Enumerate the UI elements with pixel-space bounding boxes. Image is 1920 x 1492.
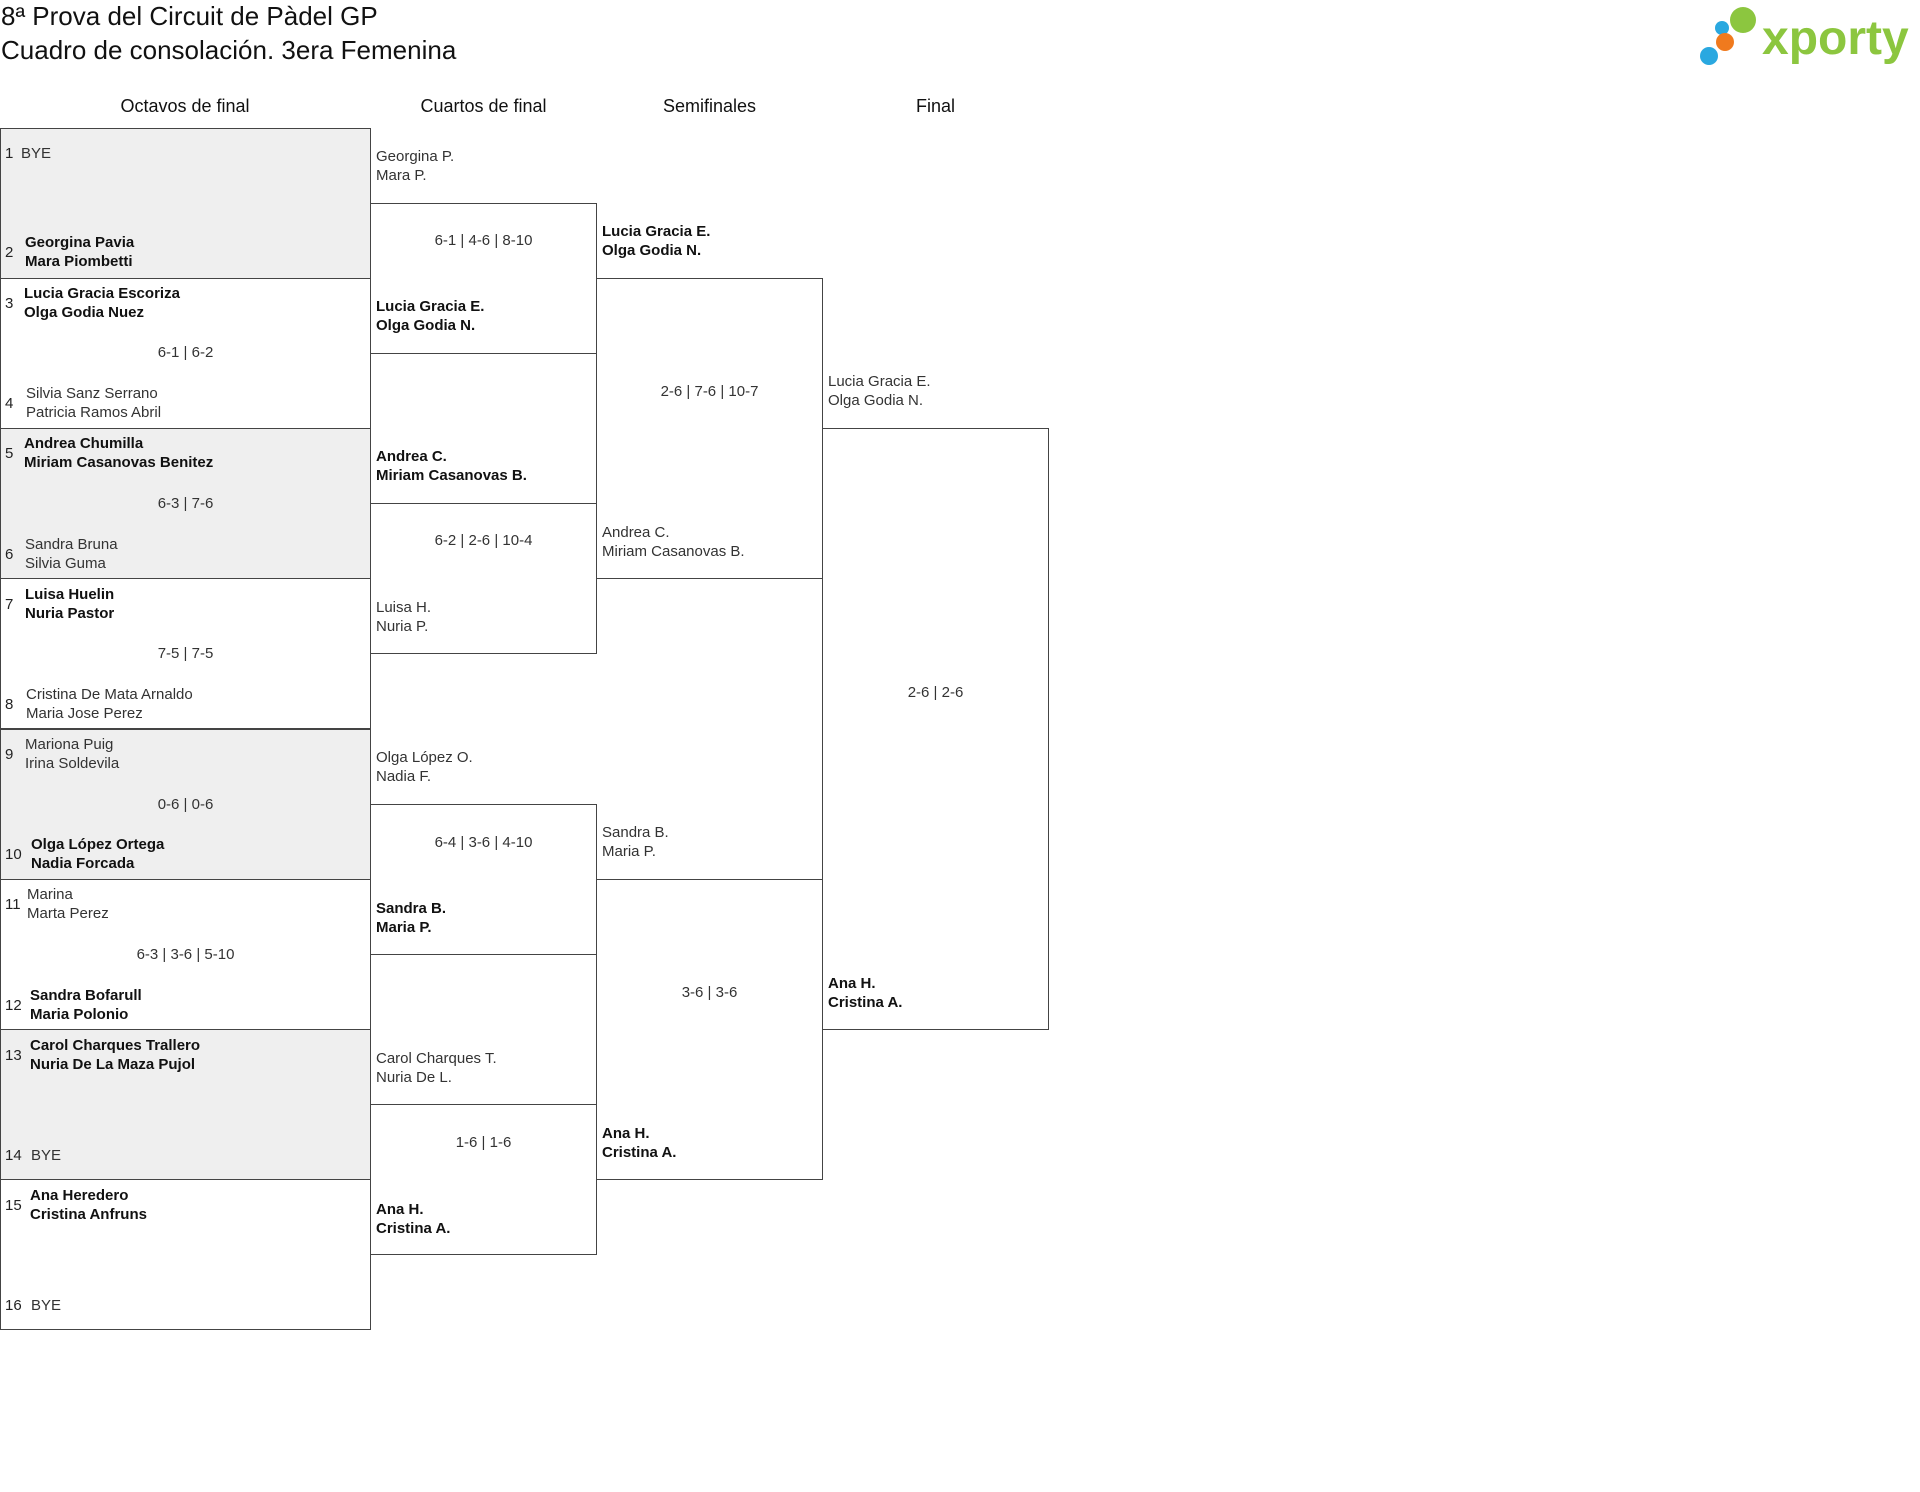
team-entry: Andrea C.Miriam Casanovas B.	[376, 448, 527, 484]
seed-number: 12	[5, 997, 22, 1014]
match-score: 6-2 | 2-6 | 10-4	[434, 532, 533, 549]
seed-number: 6	[5, 546, 14, 563]
seed-number: 8	[5, 696, 14, 713]
seed-number: 2	[5, 244, 14, 261]
xporty-logo: xporty	[1700, 7, 1909, 65]
final-match	[822, 428, 1049, 1030]
seed-number: 7	[5, 596, 14, 613]
logo-dot-orange	[1716, 33, 1734, 51]
round-header-final: Final	[915, 96, 955, 116]
logo-wordmark: xporty	[1762, 12, 1909, 65]
team-entry: Lucia Gracia E.Olga Godia N.	[376, 298, 485, 334]
match-score: 2-6 | 7-6 | 10-7	[660, 383, 759, 400]
team-entry: Luisa H.Nuria P.	[376, 599, 432, 635]
match-score: 6-1 | 6-2	[157, 344, 214, 361]
seed-number: 11	[5, 896, 21, 913]
seed-number: 10	[5, 846, 22, 863]
team-entry: Carol Charques T.Nuria De L.	[376, 1050, 497, 1086]
team-entry: Andrea C.Miriam Casanovas B.	[602, 524, 745, 560]
seed-number: 4	[5, 395, 14, 412]
r16-match-3	[0, 428, 371, 579]
team-entry: Sandra B.Maria P.	[376, 900, 447, 936]
match-score: 7-5 | 7-5	[157, 645, 214, 662]
seed-number: 15	[5, 1197, 22, 1214]
team-entry: Olga López O.Nadia F.	[376, 749, 473, 785]
r16-match-1	[0, 128, 371, 279]
team-entry: Sandra B.Maria P.	[602, 824, 669, 860]
page-subtitle: Cuadro de consolación. 3era Femenina	[1, 35, 457, 65]
seed-number: 3	[5, 295, 14, 312]
team-entry: Lucia Gracia E.Olga Godia N.	[602, 223, 711, 259]
seed-number: 9	[5, 746, 14, 763]
match-score: 1-6 | 1-6	[455, 1134, 512, 1151]
match-score: 2-6 | 2-6	[907, 684, 964, 701]
logo-dot-blue-top	[1715, 21, 1729, 35]
round-header-qf: Cuartos de final	[420, 96, 547, 116]
bye-label: BYE	[21, 145, 52, 162]
logo-dot-green	[1730, 7, 1756, 33]
team-entry: Georgina P.Mara P.	[376, 148, 455, 184]
bye-label: BYE	[31, 1147, 62, 1164]
match-score: 6-4 | 3-6 | 4-10	[434, 834, 533, 851]
logo-dot-blue-bottom	[1700, 47, 1718, 65]
team-entry: Ana H.Cristina A.	[828, 975, 903, 1011]
seed-number: 1	[5, 145, 14, 162]
seed-number: 14	[5, 1147, 22, 1164]
team-entry: Lucia Gracia E.Olga Godia N.	[828, 373, 931, 409]
round-header-r16: Octavos de final	[120, 96, 250, 116]
r16-match-5	[0, 729, 371, 880]
match-score: 6-1 | 4-6 | 8-10	[434, 232, 533, 249]
seed-number: 13	[5, 1047, 22, 1064]
seed-number: 16	[5, 1297, 22, 1314]
page-title: 8ª Prova del Circuit de Pàdel GP	[1, 1, 378, 31]
team-entry: Ana H.Cristina A.	[376, 1201, 451, 1237]
r16-match-7	[0, 1029, 371, 1180]
bye-label: BYE	[31, 1297, 62, 1314]
seed-number: 5	[5, 445, 14, 462]
match-score: 3-6 | 3-6	[681, 984, 738, 1001]
round-header-sf: Semifinales	[662, 96, 757, 116]
match-score: 6-3 | 7-6	[157, 495, 214, 512]
match-score: 0-6 | 0-6	[157, 796, 214, 813]
team-entry: Ana H.Cristina A.	[602, 1125, 677, 1161]
match-score: 6-3 | 3-6 | 5-10	[136, 946, 235, 963]
